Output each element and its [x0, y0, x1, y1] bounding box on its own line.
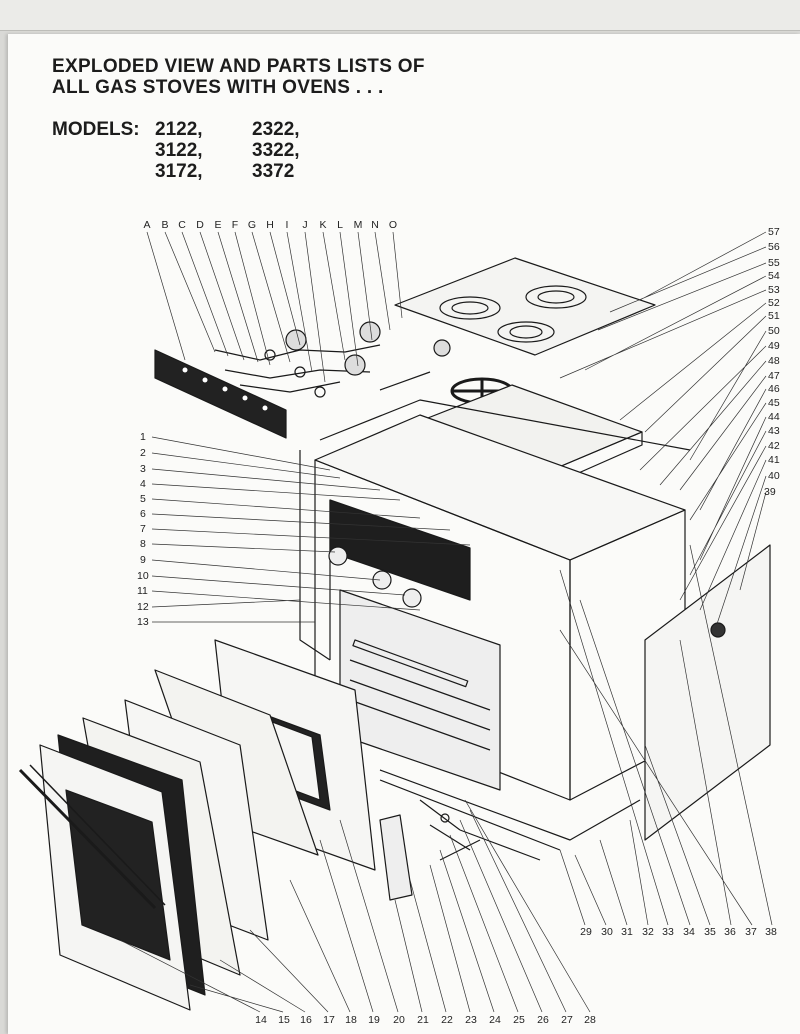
part-number-label: 2	[140, 447, 146, 459]
part-number-label: 41	[768, 454, 780, 466]
part-number-label: 24	[489, 1014, 501, 1026]
heading-line-2: ALL GAS STOVES WITH OVENS . . .	[52, 77, 384, 98]
heading-line-1: EXPLODED VIEW AND PARTS LISTS OF	[52, 56, 425, 77]
part-number-label: 10	[137, 570, 149, 582]
leader-lines	[119, 231, 773, 1013]
part-number-label: 19	[368, 1014, 380, 1026]
base-frame	[379, 769, 641, 861]
model-number: 2122,	[155, 119, 203, 140]
part-letter-label: H	[266, 219, 274, 231]
part-number-label: 9	[140, 554, 146, 566]
part-number-label: 30	[601, 926, 613, 938]
models-label: MODELS:	[52, 119, 140, 140]
part-number-label: 8	[140, 538, 146, 550]
oven-body	[299, 414, 686, 801]
part-number-label: 48	[768, 355, 780, 367]
part-number-label: 37	[745, 926, 757, 938]
part-number-label: 57	[768, 226, 780, 238]
part-letter-label: J	[302, 219, 308, 231]
model-number: 3372	[252, 161, 295, 182]
part-number-label: 39	[764, 486, 776, 498]
part-number-label: 27	[561, 1014, 573, 1026]
model-number: 2322,	[252, 119, 300, 140]
part-number-label: 56	[768, 241, 780, 253]
part-number-label: 22	[441, 1014, 453, 1026]
part-number-label: 54	[768, 270, 780, 282]
burner-valve-assembly	[214, 321, 451, 398]
part-number-label: 29	[580, 926, 592, 938]
part-letter-label: N	[371, 219, 379, 231]
part-number-label: 6	[140, 508, 146, 520]
part-number-label: 51	[768, 310, 780, 322]
part-letter-label: I	[285, 219, 289, 231]
part-number-label: 33	[662, 926, 674, 938]
hinge-hardware	[379, 799, 481, 901]
part-letter-label: A	[143, 219, 151, 231]
part-number-label: 12	[137, 601, 149, 613]
cooktop-cover	[394, 257, 656, 356]
part-letter-label: C	[178, 219, 186, 231]
page-heading: EXPLODED VIEW AND PARTS LISTS OF ALL GAS…	[52, 56, 425, 98]
part-number-label: 15	[278, 1014, 290, 1026]
part-number-label: 5	[140, 493, 146, 505]
part-number-label: 25	[513, 1014, 525, 1026]
oven-door-assembly	[18, 639, 376, 1011]
part-number-label: 40	[768, 470, 780, 482]
part-number-label: 17	[323, 1014, 335, 1026]
part-number-label: 42	[768, 440, 780, 452]
part-letter-label: F	[231, 219, 239, 231]
part-number-label: 3	[140, 463, 146, 475]
part-letter-label: G	[247, 219, 257, 231]
model-number: 3322,	[252, 140, 300, 161]
control-panel-strip	[154, 349, 287, 439]
side-panel	[644, 544, 771, 841]
part-letter-label: L	[337, 219, 343, 231]
part-letter-label: O	[388, 219, 398, 231]
part-number-label: 44	[768, 411, 780, 423]
part-number-label: 43	[768, 425, 780, 437]
part-letter-label: D	[196, 219, 204, 231]
part-number-label: 20	[393, 1014, 405, 1026]
part-letter-label: M	[353, 219, 363, 231]
part-number-label: 38	[765, 926, 777, 938]
part-number-label: 52	[768, 297, 780, 309]
part-number-label: 18	[345, 1014, 357, 1026]
part-letter-label: K	[319, 219, 327, 231]
part-number-label: 21	[417, 1014, 429, 1026]
part-number-label: 45	[768, 397, 780, 409]
part-number-label: 47	[768, 370, 780, 382]
part-number-label: 34	[683, 926, 695, 938]
part-number-label: 55	[768, 257, 780, 269]
part-number-label: 4	[140, 478, 146, 490]
part-number-label: 50	[768, 325, 780, 337]
part-number-label: 16	[300, 1014, 312, 1026]
part-number-label: 46	[768, 383, 780, 395]
part-number-label: 13	[137, 616, 149, 628]
part-number-label: 36	[724, 926, 736, 938]
part-number-label: 26	[537, 1014, 549, 1026]
part-number-label: 49	[768, 340, 780, 352]
part-number-label: 11	[137, 585, 148, 597]
part-letter-label: B	[161, 219, 169, 231]
part-number-label: 14	[255, 1014, 267, 1026]
part-number-label: 32	[642, 926, 654, 938]
part-letter-label: E	[214, 219, 222, 231]
model-number: 3172,	[155, 161, 203, 182]
previous-page-edge	[0, 0, 800, 31]
part-number-label: 23	[465, 1014, 477, 1026]
part-number-label: 53	[768, 284, 780, 296]
part-number-label: 7	[140, 523, 146, 535]
part-number-label: 28	[584, 1014, 596, 1026]
model-number: 3122,	[155, 140, 203, 161]
part-number-label: 31	[621, 926, 633, 938]
part-number-label: 1	[140, 431, 146, 443]
part-number-label: 35	[704, 926, 716, 938]
